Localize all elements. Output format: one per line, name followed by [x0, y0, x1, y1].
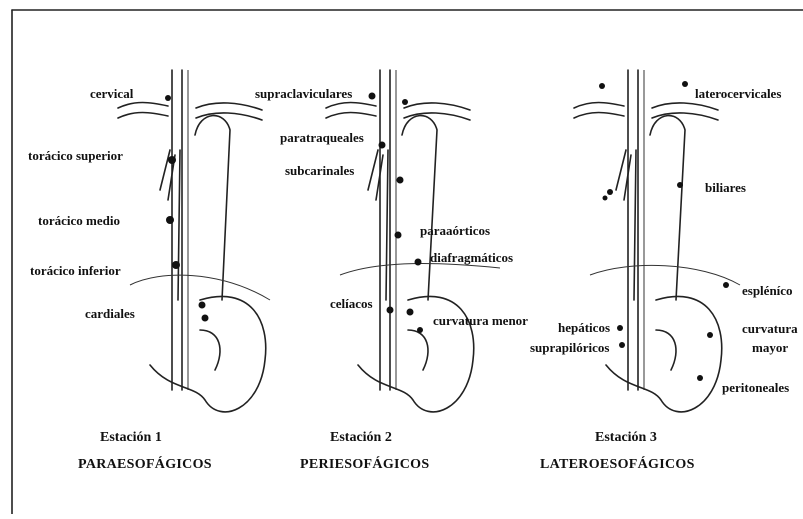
label-biliares: biliares	[705, 180, 746, 195]
panel-station-2: supraclaviculares paratraqueales subcari…	[255, 70, 528, 472]
panel-station-3: laterocervicales biliares espléníco curv…	[530, 70, 798, 472]
aorta-arch	[402, 116, 437, 300]
label-subcarinales: subcarinales	[285, 163, 354, 178]
label-toracico-superior: torácico superior	[28, 148, 123, 163]
lymph-node	[682, 81, 688, 87]
panel-title: Estación 2	[330, 430, 392, 445]
lymph-node	[165, 95, 171, 101]
esophagus-drawing-3	[574, 70, 740, 412]
lymph-node	[402, 99, 408, 105]
label-supraclaviculares: supraclaviculares	[255, 86, 352, 101]
esophagus-drawing-2	[326, 70, 500, 412]
label-hepaticos: hepáticos	[558, 320, 610, 335]
aorta-arch	[650, 116, 685, 300]
label-curvatura: curvatura	[742, 321, 798, 336]
clavicle-left	[574, 113, 624, 119]
lymph-node	[607, 189, 613, 195]
lymph-node	[677, 182, 683, 188]
label-paraaorticos: paraaórticos	[420, 223, 490, 238]
lymph-node	[617, 325, 623, 331]
panel-subtitle: PARAESOFÁGICOS	[78, 455, 212, 472]
label-celiacos: celíacos	[330, 296, 373, 311]
lymph-node	[202, 315, 209, 322]
clavicle-left	[326, 113, 376, 119]
label-cardiales: cardiales	[85, 306, 135, 321]
esophagus-wall	[386, 150, 388, 300]
stomach-inner	[408, 330, 428, 370]
clavicle-left	[574, 103, 624, 109]
label-paratraqueales: paratraqueales	[280, 130, 364, 145]
lymph-node	[387, 307, 394, 314]
lymph-node	[395, 232, 402, 239]
lymph-node	[697, 375, 703, 381]
lymph-node	[168, 156, 176, 164]
label-laterocervicales: laterocervicales	[695, 86, 781, 101]
lymph-node	[603, 196, 608, 201]
lymph-node	[369, 93, 376, 100]
stomach-outline	[150, 296, 266, 411]
lymph-node	[397, 177, 404, 184]
clavicle-right	[404, 103, 470, 110]
esophagus-wall	[178, 150, 180, 300]
panel-title: Estación 3	[595, 430, 657, 445]
panel-title: Estación 1	[100, 430, 162, 445]
clavicle-left	[118, 103, 168, 109]
aorta-arch	[195, 116, 230, 300]
diaphragm	[130, 275, 270, 300]
panel-subtitle: LATEROESOFÁGICOS	[540, 455, 695, 472]
diaphragm	[590, 265, 740, 285]
lymph-node	[707, 332, 713, 338]
lymph-node	[379, 142, 386, 149]
lymph-node	[172, 261, 180, 269]
panel-subtitle: PERIESOFÁGICOS	[300, 455, 429, 472]
clavicle-left	[118, 113, 168, 119]
label-esplenico: espléníco	[742, 283, 793, 298]
label-curvatura-menor: curvatura menor	[433, 313, 528, 328]
label-cervical: cervical	[90, 86, 134, 101]
lymph-node	[415, 259, 422, 266]
clavicle-right	[196, 103, 262, 110]
lymph-node	[166, 216, 174, 224]
label-toracico-medio: torácico medio	[38, 213, 120, 228]
lymph-node	[417, 327, 423, 333]
stomach-outline	[606, 296, 722, 411]
label-suprapiloricos: suprapilóricos	[530, 340, 609, 355]
stomach-inner	[656, 330, 676, 370]
lymph-node	[619, 342, 625, 348]
diaphragm	[340, 264, 500, 275]
stomach-inner	[200, 330, 220, 370]
clavicle-left	[326, 103, 376, 109]
lymph-node	[199, 302, 206, 309]
label-peritoneales: peritoneales	[722, 380, 789, 395]
clavicle-right	[652, 103, 718, 110]
label-diafragmaticos: diafragmáticos	[430, 250, 513, 265]
label-toracico-inferior: torácico inferior	[30, 263, 121, 278]
esophagus-wall	[634, 150, 636, 300]
lymph-node	[723, 282, 729, 288]
label-mayor: mayor	[752, 340, 788, 355]
lymph-node	[599, 83, 605, 89]
clavicle-right	[196, 113, 262, 120]
lymph-node	[407, 309, 414, 316]
esophagus-drawing-1	[118, 70, 270, 412]
panel-station-1: cervical torácico superior torácico medi…	[28, 70, 270, 472]
